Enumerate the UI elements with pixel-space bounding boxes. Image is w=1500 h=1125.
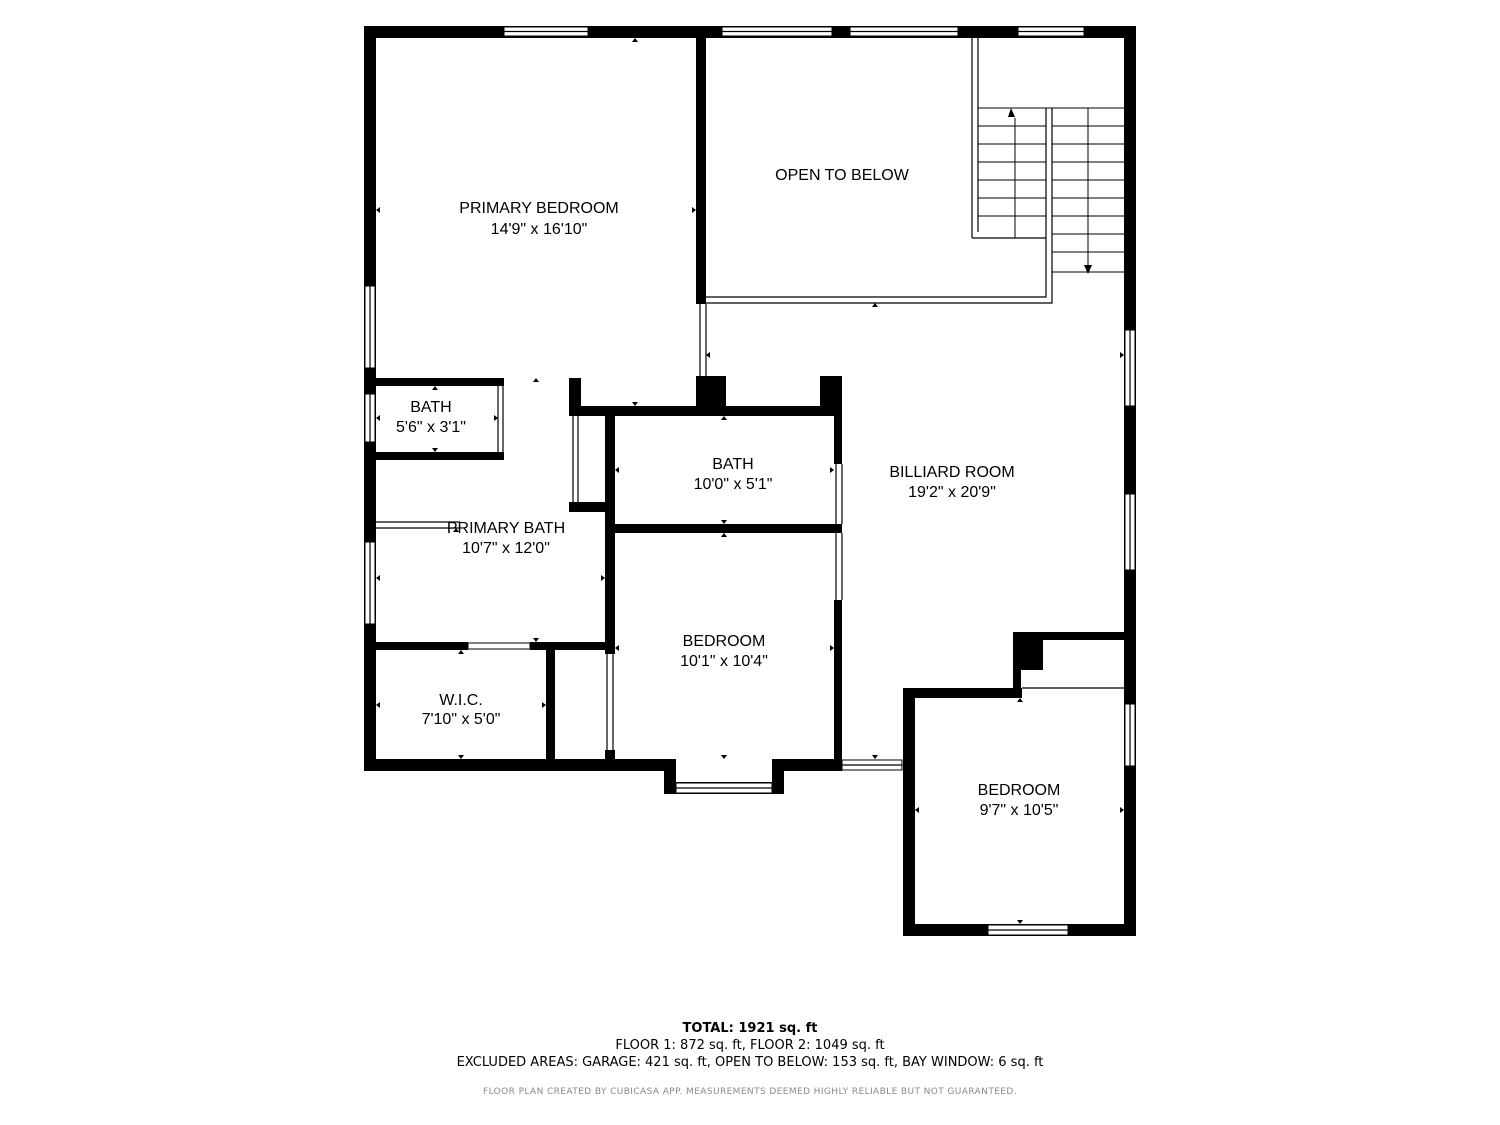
- wall-bedroom-top: [907, 688, 1022, 698]
- room-dims-bedroom-right: 9'7" x 10'5": [980, 802, 1059, 819]
- room-dims-bath-hall: 10'0" x 5'1": [694, 476, 773, 493]
- wall-bath-top-left: [364, 378, 504, 386]
- room-name-bath-small: BATH: [410, 399, 451, 416]
- dimension-marker: [915, 807, 919, 813]
- wall-bedroom-left: [903, 688, 915, 936]
- room-name-primary-bedroom: PRIMARY BEDROOM: [459, 200, 618, 217]
- stair-up-arrow: [1008, 108, 1015, 117]
- dimension-marker: [615, 645, 619, 651]
- dimension-markers: [376, 38, 1124, 924]
- dimension-marker: [1120, 352, 1124, 358]
- dimension-marker: [615, 467, 619, 473]
- wall-bath-right: [834, 406, 842, 464]
- wall-wic-top-2: [530, 642, 614, 650]
- dimension-marker: [432, 448, 438, 452]
- railing-open-to-below-inner: [706, 108, 1047, 298]
- wall-wic-top: [364, 642, 468, 650]
- wall-primary-bedroom-right: [696, 38, 706, 304]
- dimension-marker: [721, 520, 727, 524]
- room-name-open-to-below: OPEN TO BELOW: [775, 167, 910, 184]
- total-area: TOTAL: 1921 sq. ft: [682, 1021, 818, 1036]
- room-dims-wic: 7'10" x 5'0": [422, 711, 501, 728]
- dimension-marker: [721, 755, 727, 759]
- dimension-marker: [376, 207, 380, 213]
- dimension-marker: [376, 702, 380, 708]
- room-dims-bedroom-center: 10'1" x 10'4": [680, 653, 768, 670]
- room-dims-bath-small: 5'6" x 3'1": [396, 419, 466, 436]
- dimension-marker: [458, 650, 464, 654]
- dimension-marker: [542, 702, 546, 708]
- dimension-marker: [533, 638, 539, 642]
- thin-lines: [376, 38, 1124, 760]
- windows: [364, 26, 1136, 936]
- room-name-bath-hall: BATH: [712, 456, 753, 473]
- dimension-marker: [721, 416, 727, 420]
- window-wic-top: [467, 642, 531, 650]
- wall-bedroom-center-left: [605, 642, 615, 654]
- wall-wic-right: [546, 642, 555, 771]
- wall-hall-post-2: [696, 376, 726, 416]
- railing-open-to-below: [706, 108, 1053, 304]
- dimension-marker: [1017, 920, 1023, 924]
- room-name-wic: W.I.C.: [439, 692, 483, 709]
- dimension-marker: [632, 402, 638, 406]
- room-name-billiard-room: BILLIARD ROOM: [889, 464, 1014, 481]
- wall-closet-post: [1013, 632, 1021, 694]
- room-name-primary-bath: PRIMARY BATH: [447, 520, 565, 537]
- room-dims-primary-bedroom: 14'9" x 16'10": [491, 221, 588, 238]
- wall-bottom-mid: [772, 759, 842, 771]
- disclaimer: FLOOR PLAN CREATED BY CUBICASA APP. MEAS…: [483, 1087, 1017, 1097]
- room-labels: PRIMARY BEDROOM 14'9" x 16'10" OPEN TO B…: [396, 167, 1060, 819]
- dimension-marker: [872, 303, 878, 307]
- wall-bath-bottom-left: [364, 452, 504, 460]
- interior-walls: [364, 38, 842, 771]
- floor-areas: FLOOR 1: 872 sq. ft, FLOOR 2: 1049 sq. f…: [615, 1038, 885, 1053]
- wall-closet-divider: [1013, 632, 1136, 640]
- dimension-marker: [1017, 698, 1023, 702]
- wall-bath-bedroom-divider: [605, 524, 842, 533]
- room-dims-billiard-room: 19'2" x 20'9": [908, 484, 996, 501]
- dimension-marker: [376, 575, 380, 581]
- dimension-marker: [1120, 807, 1124, 813]
- excluded-areas: EXCLUDED AREAS: GARAGE: 421 sq. ft, OPEN…: [456, 1055, 1044, 1070]
- dimension-marker: [533, 378, 539, 382]
- dimension-marker: [692, 207, 696, 213]
- dimension-marker: [632, 38, 638, 42]
- dimension-marker: [706, 352, 710, 358]
- wall-bedroom-center-right: [834, 600, 842, 771]
- wall-bedroom-center-left-low: [605, 750, 615, 771]
- dimension-marker: [601, 575, 605, 581]
- dimension-marker: [721, 533, 727, 537]
- wall-bedroom-right-side: [1124, 640, 1136, 936]
- dimension-marker: [494, 415, 498, 421]
- dimension-marker: [830, 467, 834, 473]
- stair-down-arrow: [1084, 265, 1092, 274]
- staircase: [978, 107, 1124, 274]
- wall-bottom-left: [364, 759, 676, 771]
- wall-closet-nib: [569, 502, 611, 512]
- dimension-marker: [453, 528, 459, 532]
- dimension-marker: [432, 386, 438, 390]
- dimension-marker: [872, 755, 878, 759]
- room-dims-primary-bath: 10'7" x 12'0": [462, 540, 550, 557]
- dimension-marker: [376, 415, 380, 421]
- dimension-marker: [830, 645, 834, 651]
- room-name-bedroom-right: BEDROOM: [978, 782, 1061, 799]
- room-name-bedroom-center: BEDROOM: [683, 633, 766, 650]
- dimension-marker: [458, 755, 464, 759]
